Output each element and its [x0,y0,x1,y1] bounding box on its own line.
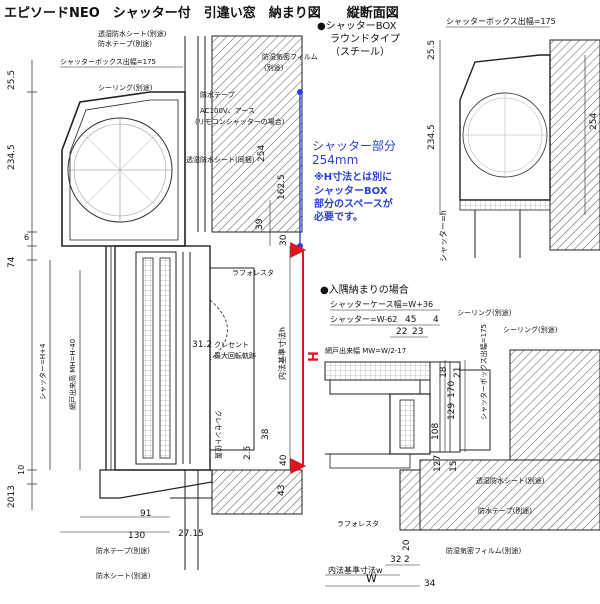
inset-screen-mw: 網戸出来幅 MW=W/2-17 [325,346,406,355]
dim-shutter-h: シャッター=H+4 [38,343,47,400]
box-detail: ●シャッターBOX ラウンドタイプ （スチール） シャッターボックス出幅=175… [317,16,600,262]
dim-39: 39 [255,218,265,230]
label-ac-power: AC100V、アース [200,107,255,115]
label-vapor-film: 防湿気密フィルム [262,52,318,61]
box-detail-234-5: 234.5 [427,124,437,150]
inset-tape: 防水テープ(別途) [478,506,532,515]
blue-sub-2: シャッターBOX [314,185,388,197]
inset-21: 21 [453,367,463,378]
inset-15: 15 [449,461,459,472]
dim-30: 30 [279,234,289,246]
blue-note-title: シャッター部分 [312,138,396,153]
inset-case-width: シャッターケース幅=W+36 [330,299,433,309]
inset-45: 45 [405,315,416,325]
dim-25-5-left: 25.5 [7,70,17,90]
wall-hatch-top [211,35,303,233]
dim-91: 91 [140,509,151,519]
inset-vapor-film: 防湿気密フィルム(別途) [446,546,521,555]
inset-shutter-w: シャッター=W-62 [330,315,397,324]
box-detail-shutter-h: シャッター=h [439,210,448,262]
inset-sealing-1: シーリング(別途) [457,308,512,317]
inset-wall-bottom [419,459,600,531]
box-detail-254: 254 [589,113,599,130]
blue-sub-4: 必要です。 [313,210,363,223]
dim-inner-h: 内法基準寸法h [277,327,287,380]
label-31-2: 31.2 [192,340,212,350]
inset-2: 2 [404,555,410,565]
label-sealing: シーリング(別途) [98,83,153,92]
inset-18: 18 [439,366,449,378]
label-waterproof-tape: 防水テープ(別途) [98,39,152,48]
inset-129: 129 [447,403,457,420]
page-title: エピソードNEO シャッター付 引違い窓 納まり図 縦断面図 [4,5,399,21]
dim-162-5: 162.5 [277,174,287,200]
label-remote: (リモコンシャッターの場合) [195,117,285,126]
inset-inner-w: 内法基準寸法w [328,565,383,575]
box-detail-title-3: （スチール） [330,46,390,58]
inset-20: 20 [402,539,412,551]
label-sheet-bottom: 防水シート(別途) [96,571,151,580]
dim-43: 43 [277,485,287,496]
main-section: 透湿防水シート(別途) 防水テープ(別途) シャッターボックス出幅=175 シー… [7,29,396,580]
box-detail-title-2: ラウンドタイプ [330,33,400,45]
dim-2-5: 2.5 [243,446,253,460]
rafolesta-trim [209,267,255,451]
label-moisture-included: 透湿防水シート(同梱) [186,155,255,164]
shutter-box [61,91,186,247]
inset-moisture-sheet: 透湿防水シート(別途) [476,476,545,485]
inset-170: 170 [447,381,457,398]
inset-W: W [366,572,377,585]
blue-note-value: 254mm [312,153,358,167]
inset-34: 34 [424,579,436,589]
dim-234-5-left: 234.5 [7,144,17,170]
inset-32: 32 [390,555,401,565]
blue-sub-3: 部分のスペースが [314,197,394,210]
dim-screen-mh: 網戸出来高 MH=H-40 [68,339,77,410]
inset-floor-block [399,469,421,531]
label-crescent: クレセント [214,341,249,349]
box-detail-title-1: ●シャッターBOX [317,20,397,32]
dim-H-red: H [307,351,322,362]
dim-130: 130 [128,531,145,541]
dim-40: 40 [279,454,289,466]
inset-section: ●入隅納まりの場合 シャッターケース幅=W+36 シャッター=W-62 45 4… [320,283,600,589]
dim-254-right: 254 [257,145,267,162]
dim-27-15: 27.15 [178,529,204,539]
inset-127: 127 [433,455,443,472]
label-tape-bottom: 防水テープ(別途) [96,546,150,555]
dim-10-left: 10 [17,465,26,475]
box-detail-25-5: 25.5 [427,40,437,60]
label-box-depth: シャッターボックス出幅=175 [60,57,156,66]
label-moisture-sheet: 透湿防水シート(別途) [98,29,167,38]
inset-wall-right [509,349,600,461]
inset-23: 23 [412,327,423,337]
dim-6-left: 6 [24,233,29,242]
inset-rafolesta: ラフォレスタ [337,519,379,528]
inset-box-depth: シャッターボックス出幅=175 [479,324,488,420]
box-detail-wall [549,39,600,251]
inset-22: 22 [396,327,407,337]
dim-74-left: 74 [7,256,17,268]
inset-108: 108 [431,423,441,440]
label-rafolesta: ラフォレスタ [232,268,274,277]
blue-sub-1: ※H寸法とは別に [314,170,392,183]
label-crescent-pos: クレセント位置 [214,410,223,459]
inset-title: ●入隅納まりの場合 [320,283,409,296]
label-crescent-trace: 最大回転軌跡 [214,351,256,360]
box-detail-depth: シャッターボックス出幅=175 [446,16,556,26]
wall-hatch-bottom [211,469,303,515]
inset-4: 4 [433,315,439,325]
dim-2013-left: 2013 [7,485,17,508]
label-vapor-film-sub: (別途) [264,63,284,72]
inset-sealing-2: シーリング(別途) [503,325,558,334]
label-tape: 防水テープ [200,90,235,99]
dim-38: 38 [261,428,271,440]
